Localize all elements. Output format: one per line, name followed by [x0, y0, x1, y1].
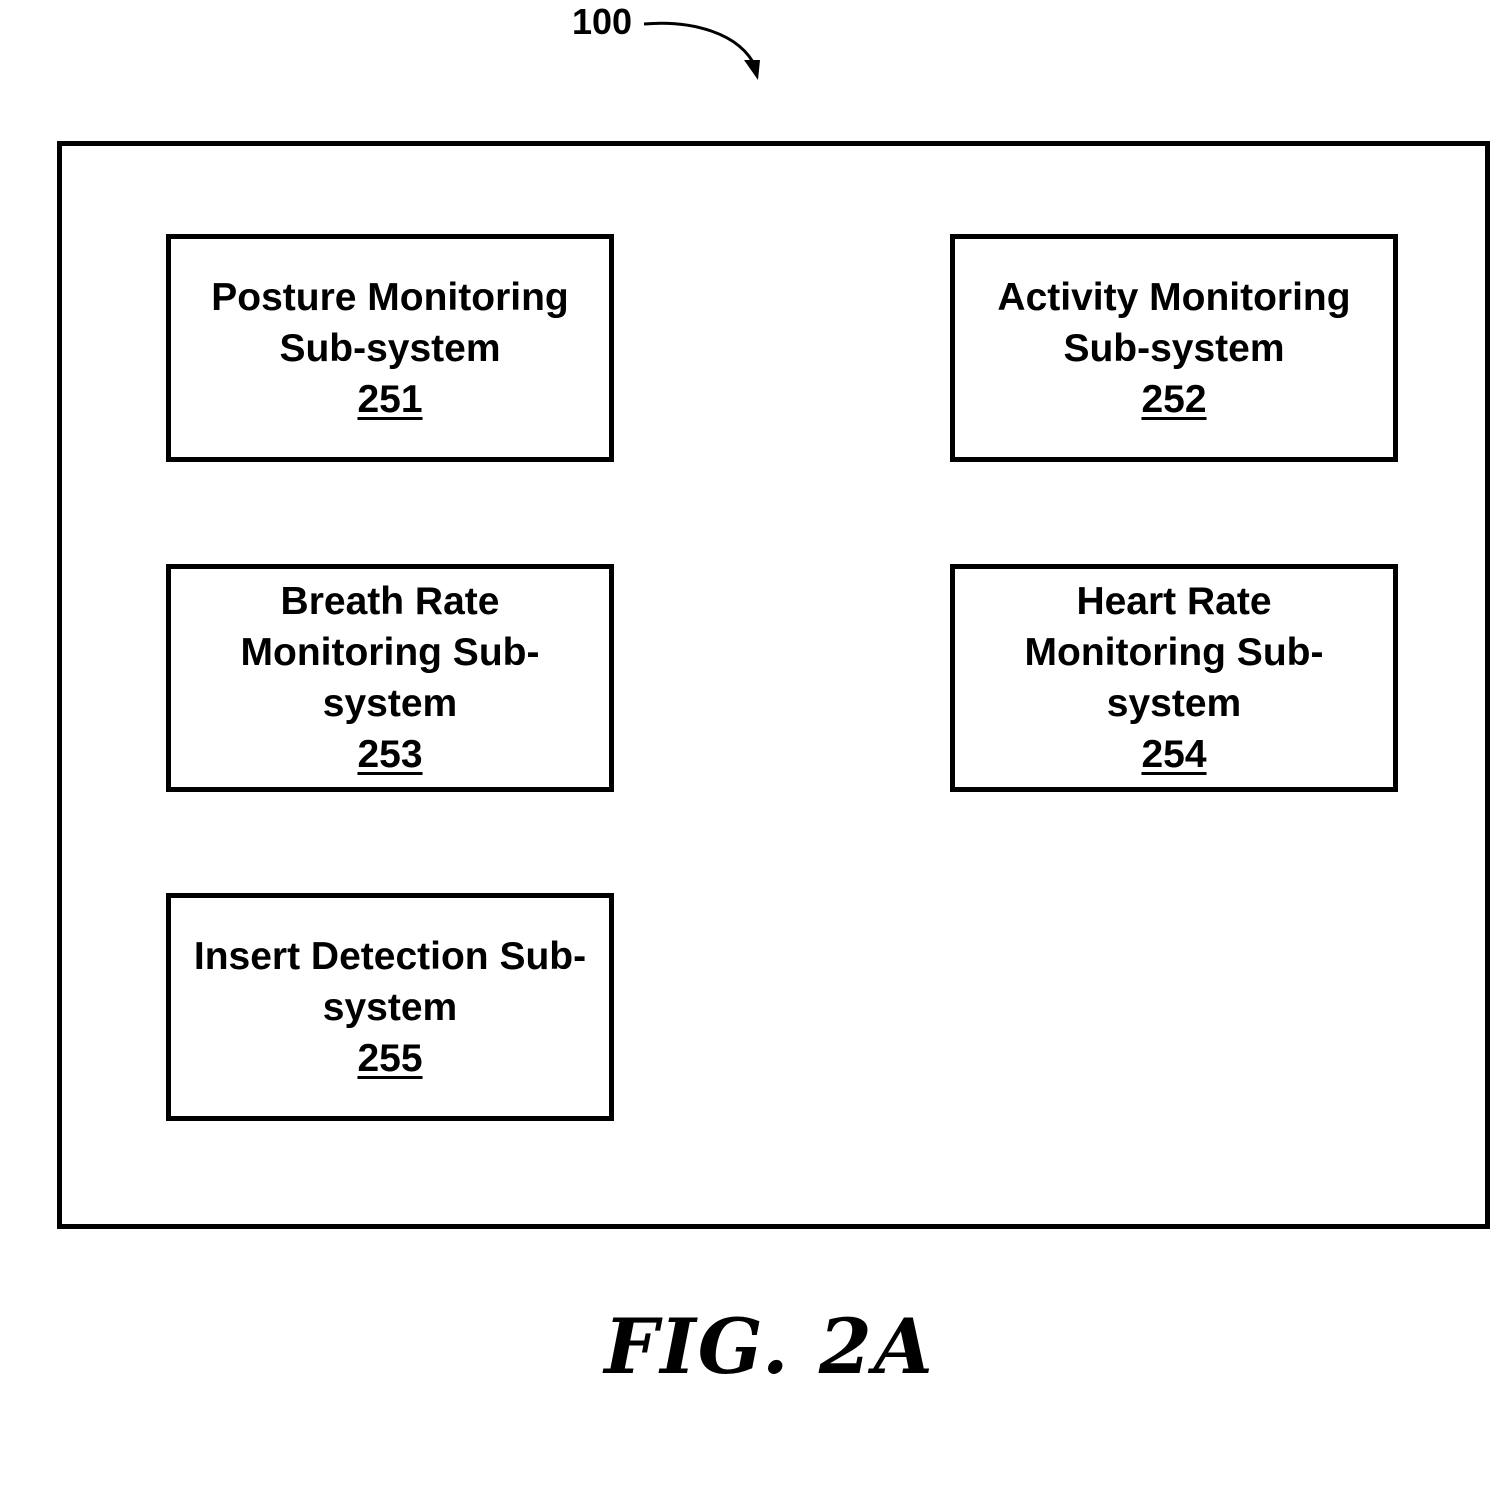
posture-monitoring-subsystem-block: Posture Monitoring Sub-system 251: [166, 234, 614, 462]
block-label-line: system: [322, 985, 458, 1029]
breath-rate-monitoring-subsystem-block: Breath Rate Monitoring Sub- system 253: [166, 564, 614, 792]
block-label-line: Sub-system: [279, 326, 501, 370]
block-reference-number: 252: [1141, 377, 1207, 421]
block-label-line: Heart Rate: [1076, 580, 1272, 623]
heart-rate-monitoring-subsystem-block: Heart Rate Monitoring Sub- system 254: [950, 564, 1398, 792]
block-label-line: Sub-system: [1063, 326, 1285, 370]
reference-label: 100: [572, 1, 633, 42]
block-label-line: Monitoring Sub-: [240, 631, 540, 674]
block-label-line: Monitoring Sub-: [1024, 631, 1324, 674]
block-reference-number: 253: [357, 733, 423, 776]
block-label-line: Posture Monitoring: [211, 275, 569, 319]
system-boundary: [57, 141, 1490, 1229]
block-label-line: Insert Detection Sub-: [193, 934, 587, 978]
insert-detection-subsystem-block: Insert Detection Sub- system 255: [166, 893, 614, 1121]
block-label-line: system: [322, 682, 458, 725]
block-reference-number: 254: [1141, 733, 1207, 776]
block-reference-number: 255: [357, 1036, 423, 1080]
block-reference-number: 251: [357, 377, 423, 421]
reference-arrow-icon: [643, 21, 760, 80]
figure-caption: FIG. 2A: [604, 1302, 935, 1391]
block-label-line: system: [1106, 682, 1242, 725]
activity-monitoring-subsystem-block: Activity Monitoring Sub-system 252: [950, 234, 1398, 462]
block-label-line: Activity Monitoring: [997, 275, 1351, 319]
block-label-line: Breath Rate: [280, 580, 500, 623]
